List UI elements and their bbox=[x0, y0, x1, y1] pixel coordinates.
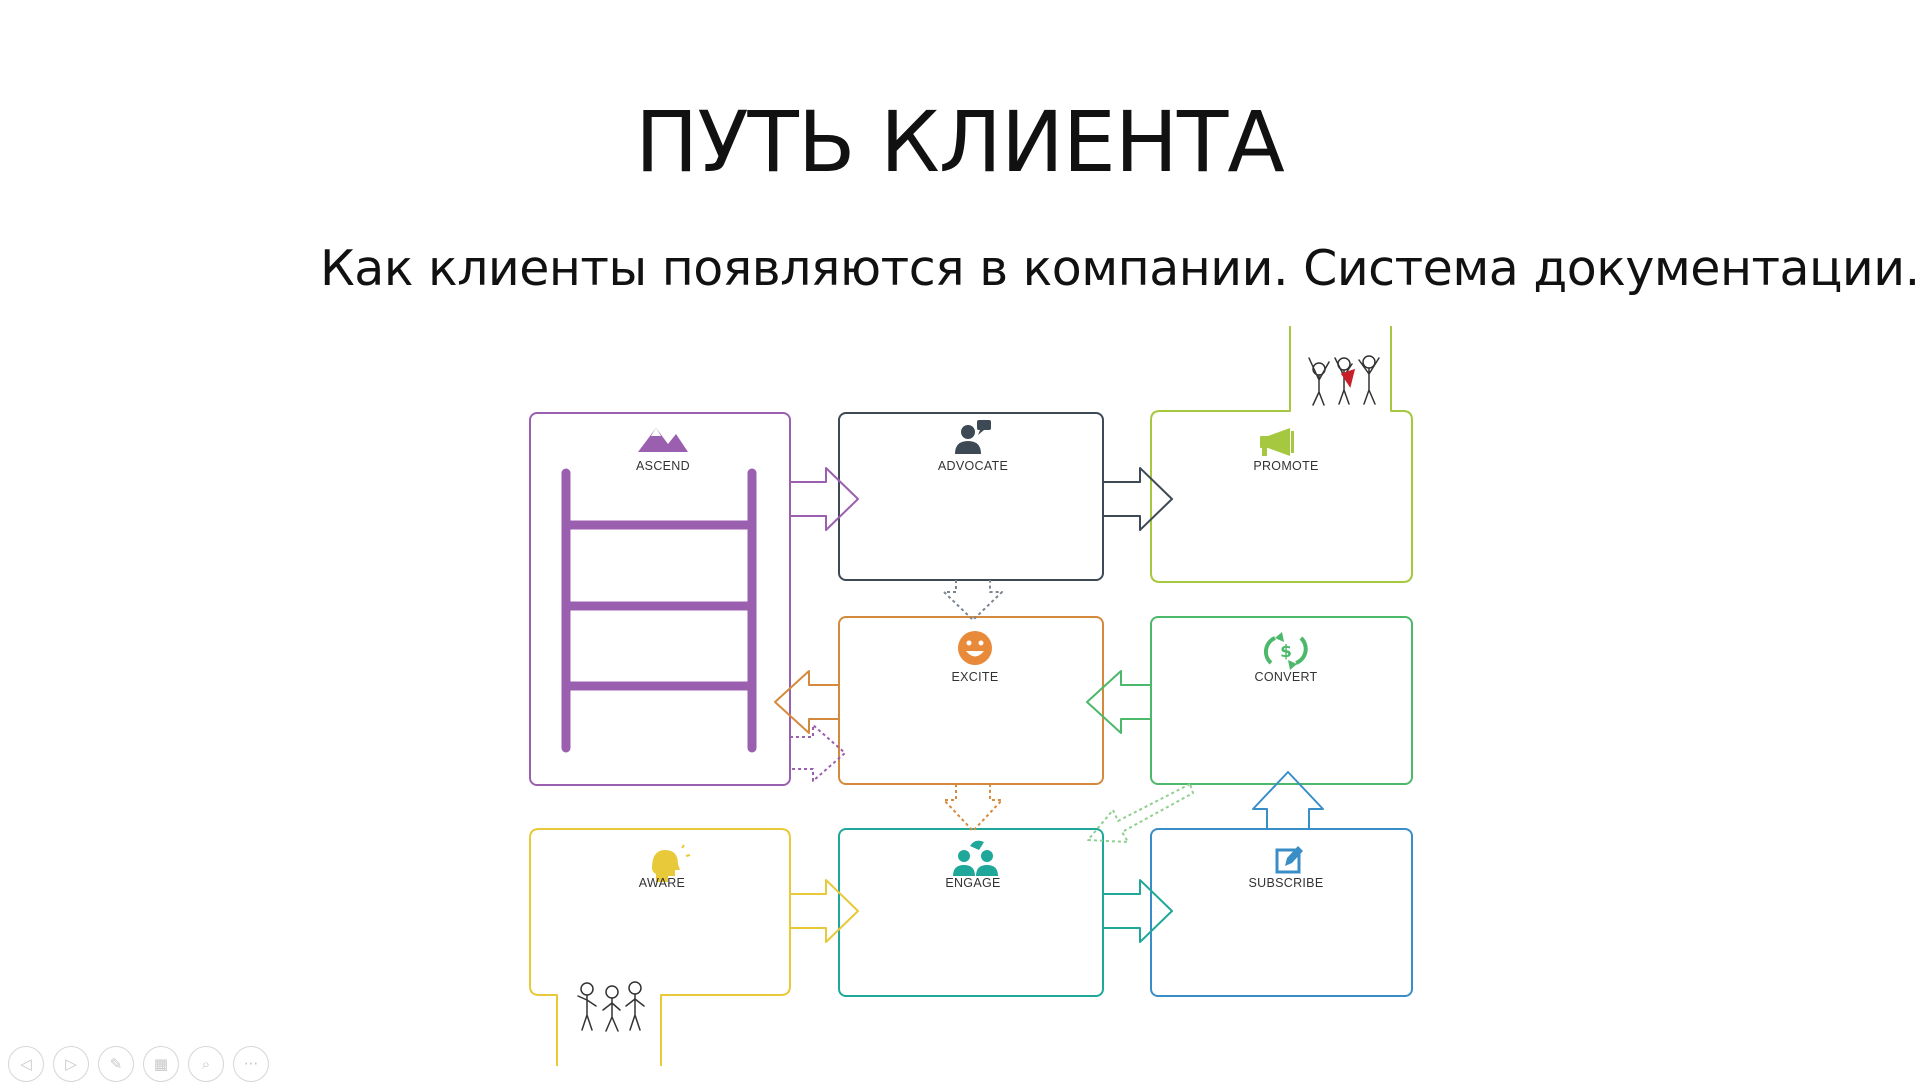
stick-figures-group-icon bbox=[577, 981, 645, 1032]
stage-label-ascend: ASCEND bbox=[636, 459, 690, 473]
slide-subtitle: Как клиенты появляются в компании. Систе… bbox=[320, 240, 1919, 297]
arrow-convert-to-engage bbox=[1087, 783, 1194, 843]
arrow-convert-to-excite bbox=[1086, 670, 1151, 734]
stage-label-convert: CONVERT bbox=[1255, 670, 1318, 684]
ladder-graphic bbox=[561, 468, 757, 753]
convert-box bbox=[1150, 616, 1413, 785]
svg-text:$: $ bbox=[1280, 642, 1292, 662]
stage-label-excite: EXCITE bbox=[952, 670, 999, 684]
arrow-engage-to-subscribe bbox=[1103, 879, 1173, 943]
people-talk-icon bbox=[953, 840, 998, 876]
slides-grid-icon[interactable]: ▦ bbox=[143, 1046, 179, 1082]
megaphone-icon bbox=[1260, 428, 1294, 456]
arrow-advocate-to-promote bbox=[1103, 467, 1173, 531]
arrow-excite-to-engage bbox=[943, 784, 1003, 832]
smiley-icon bbox=[958, 631, 992, 665]
stage-label-advocate: ADVOCATE bbox=[938, 459, 1008, 473]
stage-label-subscribe: SUBSCRIBE bbox=[1249, 876, 1324, 890]
slideshow-controls: ◁ ▷ ✎ ▦ ⌕ ··· bbox=[8, 1046, 269, 1086]
arrow-advocate-to-excite bbox=[943, 580, 1003, 621]
person-speech-icon bbox=[955, 420, 991, 454]
mountains-icon bbox=[638, 428, 688, 452]
subscribe-box bbox=[1150, 828, 1413, 997]
pen-icon[interactable]: ✎ bbox=[98, 1046, 134, 1082]
more-icon[interactable]: ··· bbox=[233, 1046, 269, 1082]
arrow-ascend-to-excite bbox=[790, 724, 846, 782]
stage-label-aware: AWARE bbox=[639, 876, 685, 890]
slide-title: ПУТЬ КЛИЕНТА bbox=[635, 93, 1285, 191]
arrow-subscribe-to-convert bbox=[1252, 771, 1324, 829]
zoom-icon[interactable]: ⌕ bbox=[188, 1046, 224, 1082]
head-bulb-icon bbox=[652, 844, 691, 882]
arrow-aware-to-engage bbox=[790, 879, 859, 943]
arrow-excite-to-ascend bbox=[774, 670, 839, 734]
dollar-cycle-icon: $ bbox=[1263, 632, 1308, 670]
arrow-ascend-to-advocate bbox=[790, 467, 859, 531]
ascend-box bbox=[529, 412, 791, 786]
next-icon[interactable]: ▷ bbox=[53, 1046, 89, 1082]
engage-box bbox=[838, 828, 1104, 997]
advocate-box bbox=[838, 412, 1104, 581]
promote-box bbox=[1150, 326, 1413, 583]
stage-label-promote: PROMOTE bbox=[1253, 459, 1318, 473]
stick-figures-celebrating-icon bbox=[1308, 355, 1380, 406]
aware-box bbox=[529, 828, 791, 1066]
edit-icon bbox=[1275, 846, 1303, 874]
prev-icon[interactable]: ◁ bbox=[8, 1046, 44, 1082]
stage-label-engage: ENGAGE bbox=[945, 876, 1000, 890]
